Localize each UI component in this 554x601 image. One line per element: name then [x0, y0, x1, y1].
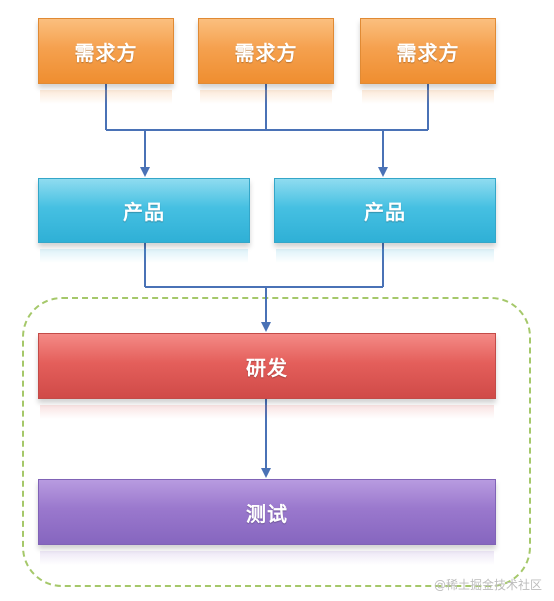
development-reflection	[40, 405, 494, 419]
testing-reflection	[40, 551, 494, 565]
dev-test-group-frame	[22, 297, 531, 587]
requester-label-1: 需求方	[74, 40, 138, 65]
testing-label: 测试	[246, 501, 288, 526]
product-box-left: 产品	[38, 178, 250, 243]
development-box: 研发	[38, 333, 496, 399]
product-label-left: 产品	[123, 200, 165, 224]
requester-reflection-3	[362, 90, 494, 104]
product-reflection-left	[40, 249, 248, 263]
requester-box-3: 需求方	[360, 18, 496, 84]
product-label-right: 产品	[364, 200, 406, 224]
connector-products-merge	[144, 243, 384, 288]
requester-reflection-2	[200, 90, 332, 104]
testing-box: 测试	[38, 479, 496, 545]
product-box-right: 产品	[274, 178, 496, 243]
requester-box-2: 需求方	[198, 18, 334, 84]
watermark-text: @稀土掘金技术社区	[433, 578, 542, 592]
requester-label-3: 需求方	[396, 40, 460, 65]
development-label: 研发	[246, 355, 288, 380]
requester-label-2: 需求方	[234, 40, 298, 65]
requester-reflection-1	[40, 90, 172, 104]
product-reflection-right	[276, 249, 494, 263]
connector-requesters-merge	[105, 84, 429, 131]
requester-box-1: 需求方	[38, 18, 174, 84]
